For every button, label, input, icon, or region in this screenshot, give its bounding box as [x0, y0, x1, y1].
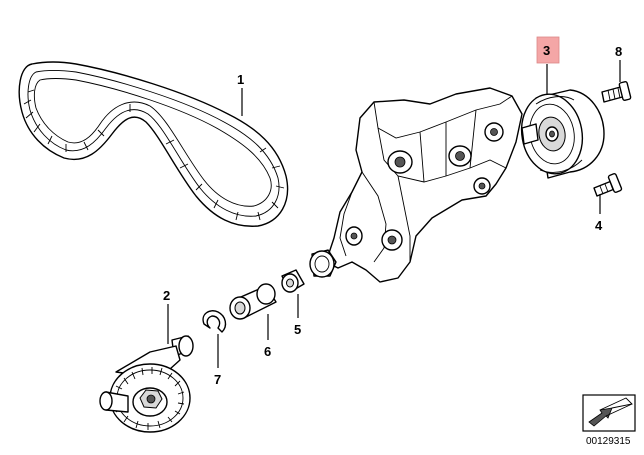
bolt-upper[interactable]: [601, 81, 632, 103]
callout-3[interactable]: 3: [543, 43, 550, 58]
orientation-box: 00129315: [582, 394, 636, 447]
callouts: 1 2 3 4 5 6 7 8: [163, 36, 622, 387]
direction-arrow-icon: [588, 407, 613, 427]
callout-8[interactable]: 8: [615, 44, 622, 59]
callout-5[interactable]: 5: [294, 322, 301, 337]
tension-pulley[interactable]: [99, 335, 194, 433]
tensioner-bracket[interactable]: [309, 87, 523, 283]
tensioner-pulley[interactable]: [516, 89, 605, 179]
callout-3-highlight: [536, 36, 560, 64]
callout-4[interactable]: 4: [595, 218, 603, 233]
diagram-number: 00129315: [586, 436, 631, 447]
leader-lines: [167, 60, 621, 368]
callout-6[interactable]: 6: [264, 344, 271, 359]
callout-2[interactable]: 2: [163, 288, 170, 303]
sleeve[interactable]: [229, 283, 277, 320]
callout-1[interactable]: 1: [237, 72, 244, 87]
drive-belt[interactable]: [18, 61, 289, 227]
bolt-lower[interactable]: [593, 173, 623, 197]
callout-7[interactable]: 7: [214, 372, 221, 387]
circlip[interactable]: [202, 310, 227, 333]
bushing[interactable]: [281, 269, 305, 293]
